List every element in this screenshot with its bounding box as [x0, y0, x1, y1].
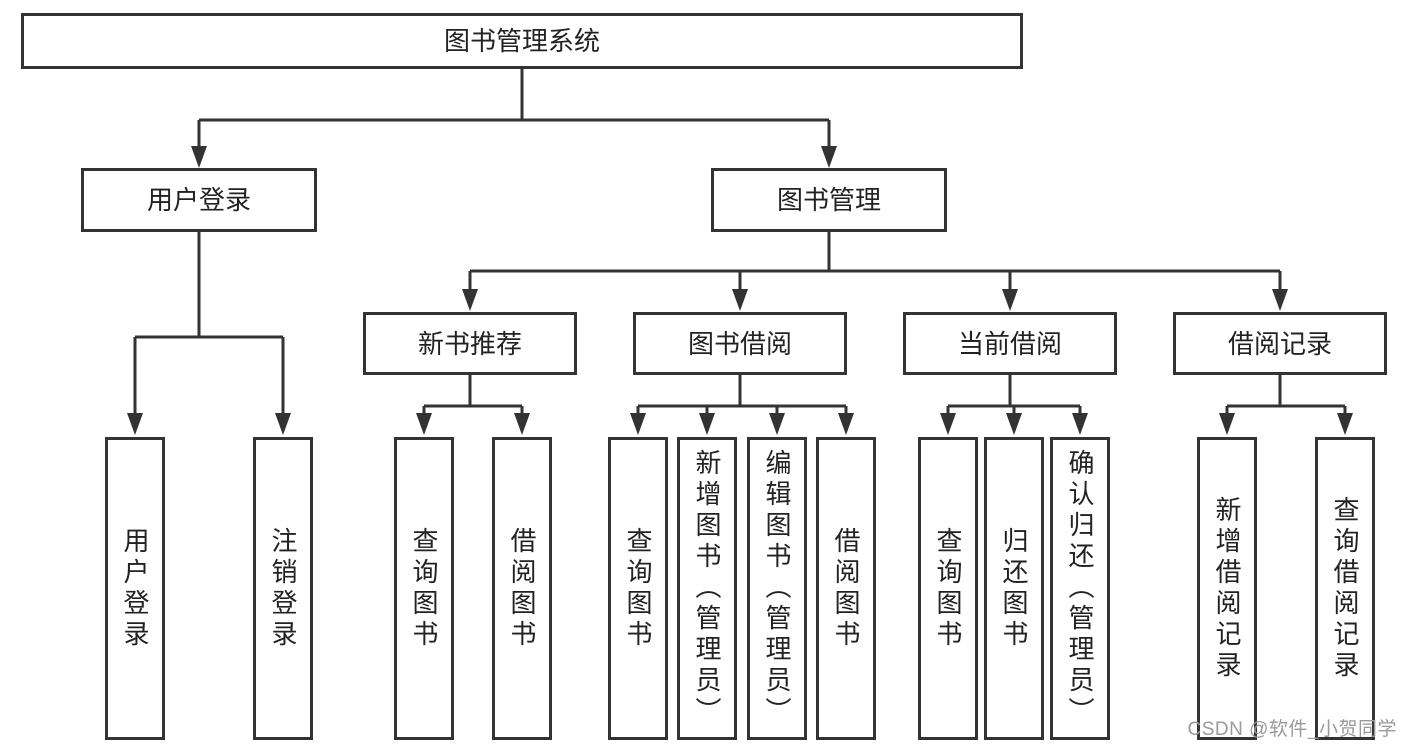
node-label: 图书借阅 [687, 328, 792, 359]
node-label: 用户登录 [120, 526, 150, 651]
leaf-borrow-books-borrowing: 借阅图书 [816, 437, 876, 740]
leaf-return-book: 归还图书 [984, 437, 1044, 740]
leaf-query-books-borrowing: 查询图书 [608, 437, 668, 740]
node-label: 查询借阅记录 [1330, 495, 1360, 682]
leaf-query-borrow-record: 查询借阅记录 [1315, 437, 1375, 740]
node-label: 查询图书 [933, 526, 963, 651]
node-label: 查询图书 [623, 526, 653, 651]
leaf-confirm-return-admin: 确认归还（管理员） [1050, 437, 1110, 740]
leaf-add-borrow-record: 新增借阅记录 [1197, 437, 1257, 740]
node-label: 新增图书（管理员） [692, 449, 722, 728]
node-book-borrowing: 图书借阅 [633, 312, 847, 375]
node-label: 查询图书 [409, 526, 439, 651]
node-current-borrowing: 当前借阅 [903, 312, 1117, 375]
node-label: 编辑图书（管理员） [762, 449, 792, 728]
node-label: 确认归还（管理员） [1065, 449, 1095, 728]
node-label: 借阅图书 [831, 526, 861, 651]
node-label: 归还图书 [999, 526, 1029, 651]
node-borrowing-records: 借阅记录 [1173, 312, 1387, 375]
node-label: 图书管理系统 [443, 26, 600, 56]
node-label: 新增借阅记录 [1212, 495, 1242, 682]
node-library-management-system: 图书管理系统 [21, 13, 1023, 69]
node-book-management-branch: 图书管理 [711, 168, 947, 232]
node-label: 图书管理 [776, 185, 881, 215]
leaf-edit-book-admin: 编辑图书（管理员） [747, 437, 807, 740]
csdn-watermark: CSDN @软件_小贺同学 [1187, 719, 1397, 740]
node-label: 当前借阅 [957, 328, 1062, 359]
leaf-add-book-admin: 新增图书（管理员） [677, 437, 737, 740]
leaf-logout: 注销登录 [253, 437, 313, 740]
leaf-query-books-current: 查询图书 [918, 437, 978, 740]
leaf-borrow-books-recommend: 借阅图书 [492, 437, 552, 740]
node-label: 借阅记录 [1227, 328, 1332, 359]
node-label: 注销登录 [268, 526, 298, 651]
node-new-book-recommend: 新书推荐 [363, 312, 577, 375]
leaf-user-login: 用户登录 [105, 437, 165, 740]
node-user-login-branch: 用户登录 [81, 168, 317, 232]
node-label: 新书推荐 [417, 328, 522, 359]
leaf-query-books-recommend: 查询图书 [394, 437, 454, 740]
node-label: 用户登录 [146, 185, 251, 215]
node-label: 借阅图书 [507, 526, 537, 651]
